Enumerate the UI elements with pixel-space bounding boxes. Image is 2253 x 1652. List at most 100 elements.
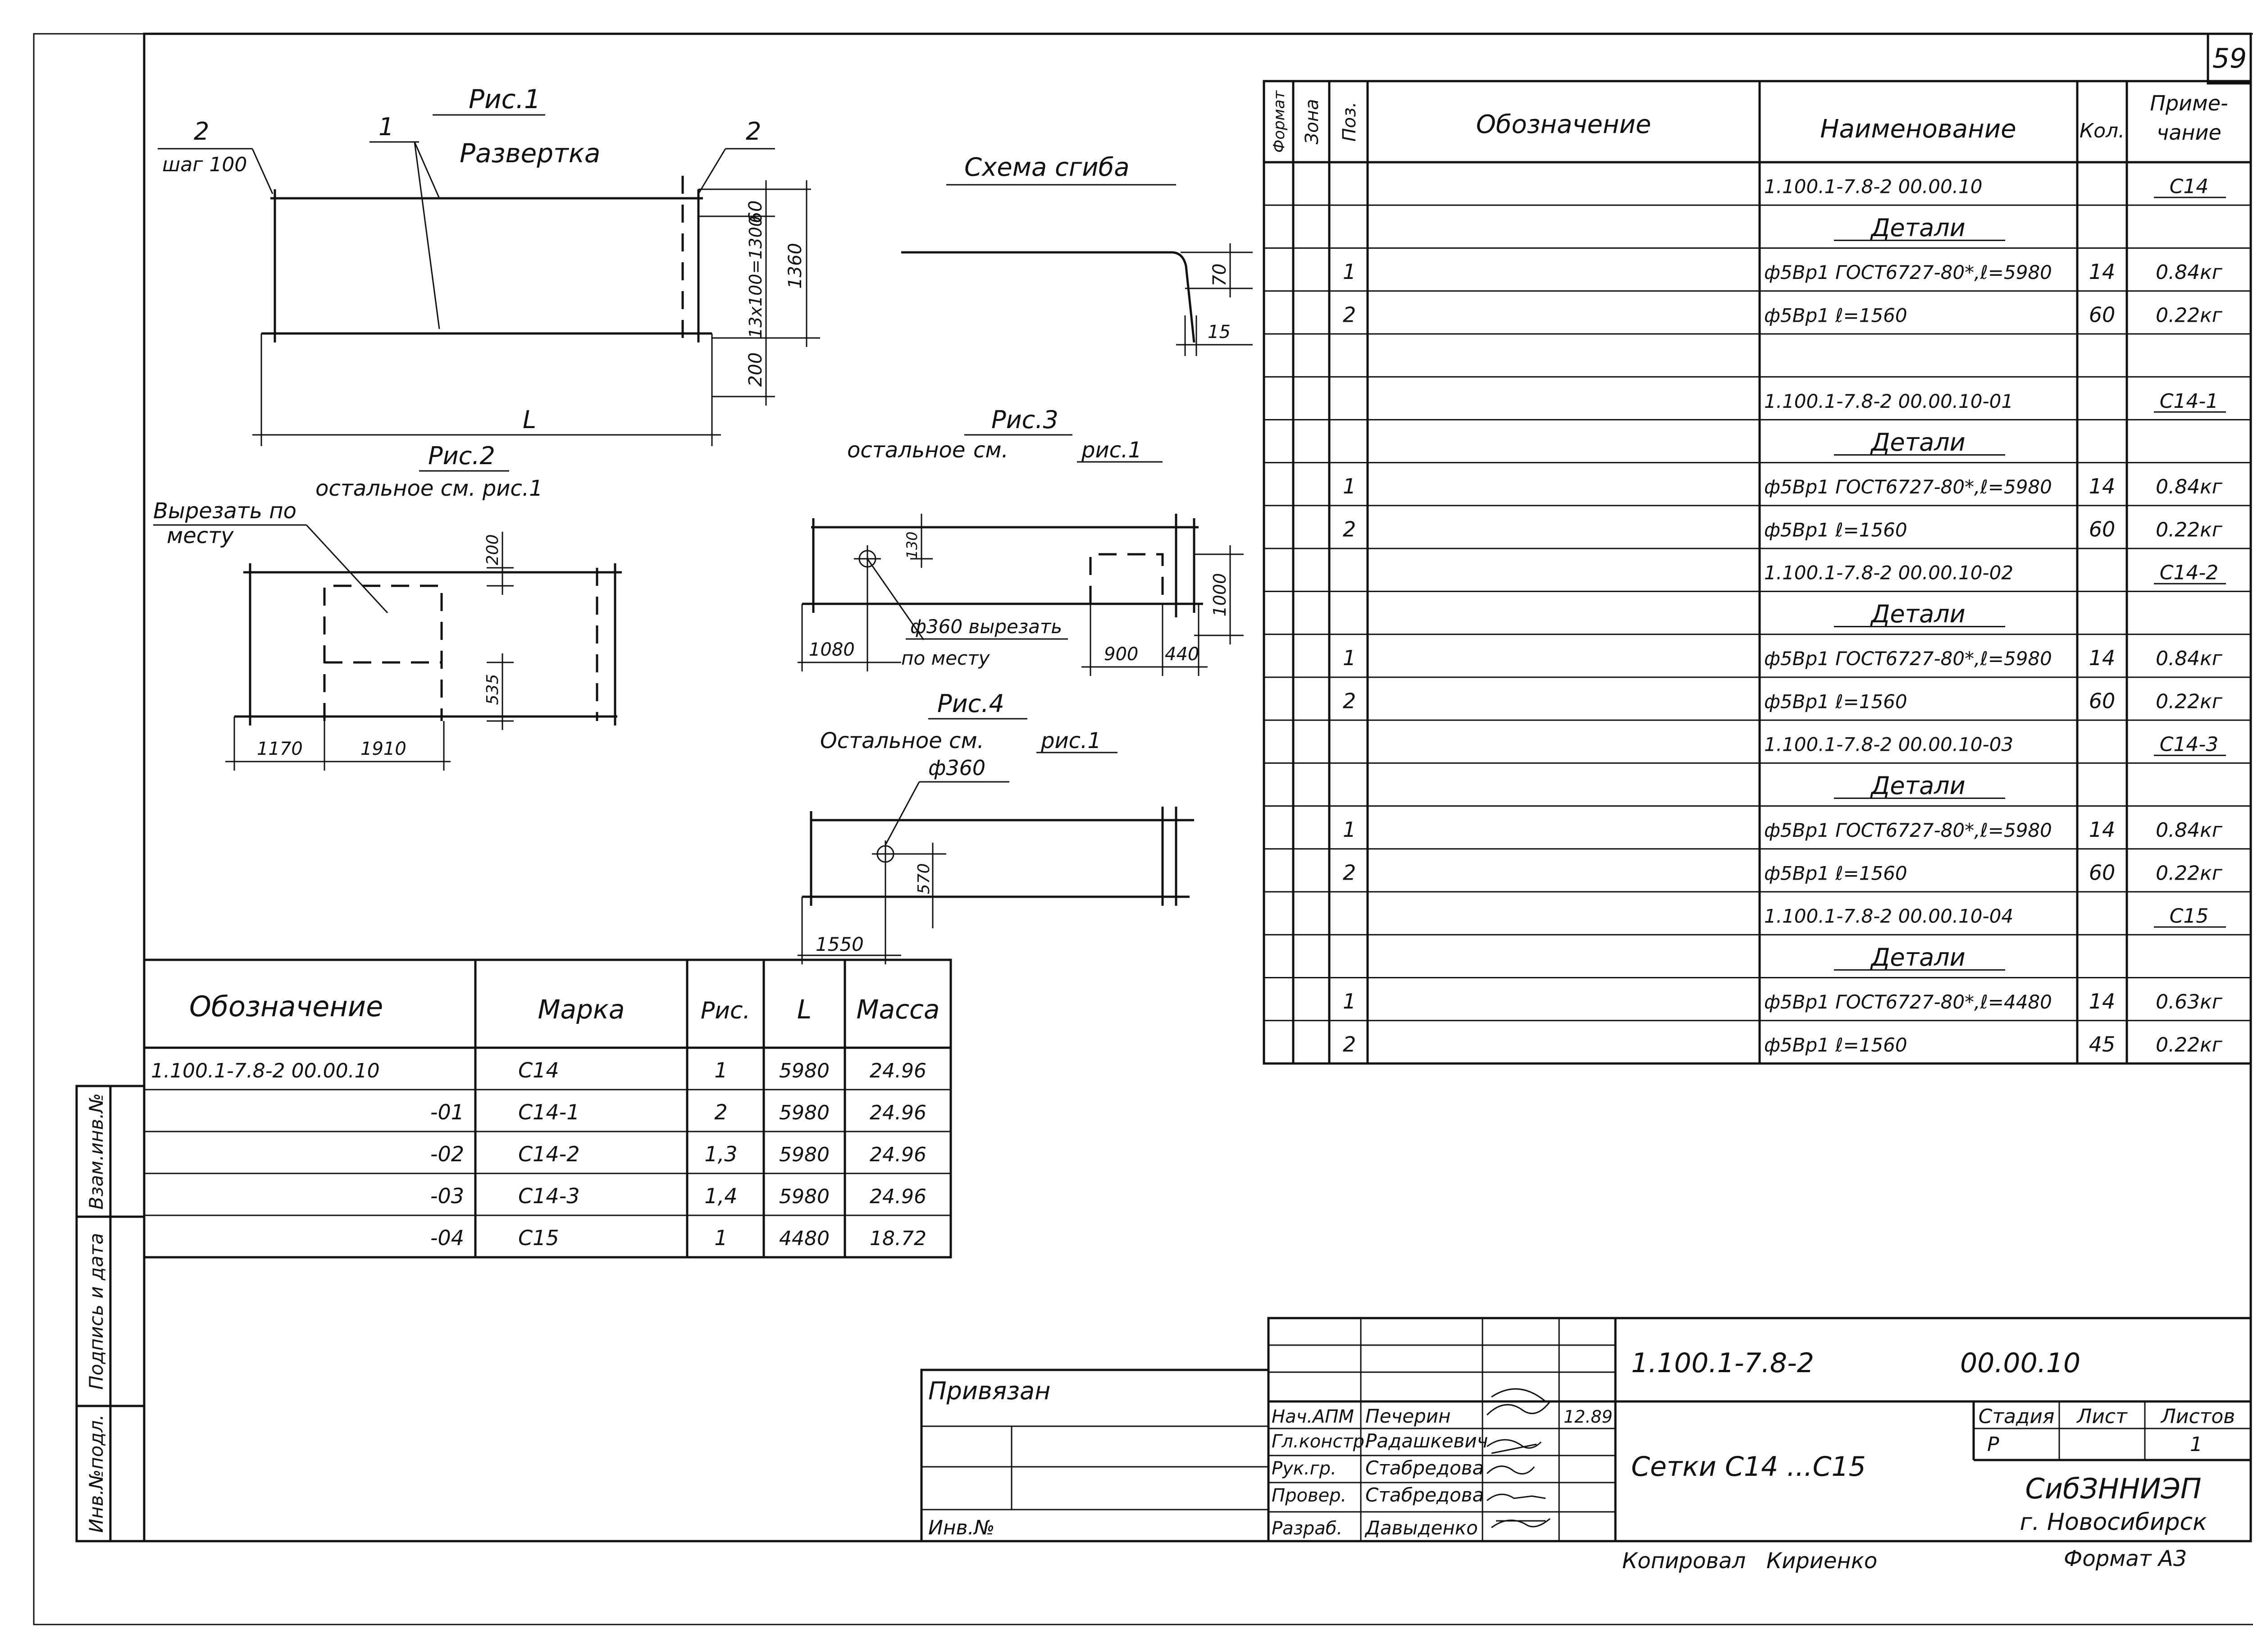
spec-header-format: Формат: [1270, 90, 1288, 153]
marks-header-mark: Марка: [538, 994, 625, 1025]
marks-designation: -04: [430, 1226, 464, 1250]
marks-L: 5980: [779, 1143, 830, 1166]
spec-section-title: Детали: [1870, 771, 1966, 800]
title-name: Сетки С14 ...С15: [1631, 1451, 1866, 1483]
fig1-callout-1: 1: [379, 113, 394, 141]
fig3-cut-2: по месту: [901, 647, 990, 669]
spec-name: 1.100.1-7.8-2 00.00.10: [1764, 176, 1983, 198]
figure-3: Рис.3 остальное см. рис.1 130 1000 1080 …: [798, 406, 1244, 676]
fig2-note: остальное см. рис.1: [315, 476, 543, 501]
marks-L: 5980: [779, 1185, 830, 1208]
spec-section-title: Детали: [1870, 600, 1966, 628]
spec-pos: 1: [1343, 989, 1356, 1013]
spec-pos: 2: [1343, 860, 1356, 885]
fig1-dim-1360: 1360: [785, 243, 806, 289]
title-role-row: Рук.гр.Стабредова: [1272, 1457, 1484, 1479]
spec-name: 1.100.1-7.8-2 00.00.10-02: [1764, 562, 2013, 584]
spec-note: С14-3: [2160, 733, 2219, 756]
side-stamp-podpis: Подпись и дата: [85, 1233, 107, 1390]
spec-name: ф5Вр1 ℓ=1560: [1764, 304, 1907, 326]
marks-L: 5980: [779, 1059, 830, 1082]
fig3-note-b: см.: [973, 438, 1008, 463]
title-privyazan: Привязан: [928, 1377, 1050, 1405]
marks-L: 5980: [779, 1101, 830, 1124]
spec-note: 0.84кг: [2156, 261, 2223, 284]
spec-pos: 2: [1343, 689, 1356, 713]
title-city: г. Новосибирск: [2020, 1509, 2207, 1536]
marks-mass: 24.96: [870, 1059, 926, 1082]
spec-section-title: Детали: [1870, 943, 1966, 972]
fig3-title: Рис.3: [991, 406, 1058, 434]
fig1-dim-1300: 13х100=1300: [746, 216, 766, 338]
figure-1: Рис.1 Развертка 1 2 шаг 100 2 60 13х100=…: [158, 84, 820, 446]
fig3-note-a: остальное: [847, 438, 965, 463]
title-code2: 00.00.10: [1960, 1347, 2080, 1379]
marks-fig: 1: [714, 1226, 727, 1250]
title-stage: Р: [1987, 1433, 1999, 1456]
marks-header-L: L: [797, 994, 812, 1025]
title-role: Нач.АПМ: [1272, 1406, 1354, 1427]
spec-note: 0.84кг: [2156, 647, 2223, 670]
spec-note: С14-2: [2160, 561, 2219, 584]
fig3-cut-1: ф360 вырезать: [910, 616, 1062, 638]
marks-mark: С14-2: [518, 1142, 580, 1166]
marks-designation: -02: [430, 1142, 464, 1166]
spec-note: 0.22кг: [2156, 690, 2223, 713]
marks-mark: С14-1: [518, 1100, 580, 1124]
spec-note: 0.22кг: [2156, 518, 2223, 541]
fig2-dim-200: 200: [483, 534, 502, 566]
spec-note: С14: [2170, 175, 2209, 198]
marks-mass: 24.96: [870, 1101, 926, 1124]
spec-note: 0.63кг: [2156, 990, 2223, 1013]
fig4-dia: ф360: [928, 756, 985, 780]
bend-title: Схема сгиба: [964, 153, 1130, 182]
fig1-callout-2b: 2: [746, 117, 761, 146]
marks-mark: С15: [518, 1226, 559, 1250]
spec-name: ф5Вр1 ℓ=1560: [1764, 862, 1907, 884]
marks-mass: 24.96: [870, 1185, 926, 1208]
marks-fig: 1: [714, 1058, 727, 1082]
marks-designation: -01: [430, 1100, 464, 1124]
spec-row: Детали: [1264, 419, 2251, 456]
title-role-row: Провер.Стабредова: [1272, 1484, 1484, 1506]
title-role-name: Радашкевич: [1365, 1430, 1488, 1452]
spec-qty: 60: [2089, 302, 2116, 327]
fig4-title: Рис.4: [937, 689, 1004, 718]
fig1-dim-60: 60: [745, 201, 766, 224]
fig4-note-ref: рис.1: [1040, 728, 1101, 753]
marks-header-designation: Обозначение: [189, 990, 383, 1023]
spec-note: 0.84кг: [2156, 819, 2223, 842]
marks-mark: С14-3: [518, 1184, 580, 1208]
spec-note: 0.22кг: [2156, 304, 2223, 327]
spec-name: 1.100.1-7.8-2 00.00.10-01: [1764, 390, 2013, 412]
sheet-number-box: [2207, 32, 2252, 85]
spec-row: Детали: [1264, 762, 2251, 800]
marks-L: 4480: [779, 1227, 830, 1250]
spec-note: 0.22кг: [2156, 862, 2223, 885]
fig1-subtitle: Развертка: [460, 138, 600, 169]
title-role-name: Печерин: [1365, 1405, 1451, 1427]
spec-qty: 14: [2089, 646, 2116, 670]
fig2-dim-1170: 1170: [257, 739, 303, 759]
spec-note: 0.22кг: [2156, 1033, 2223, 1056]
spec-name: ф5Вр1 ℓ=1560: [1764, 690, 1907, 712]
fig4-note: Остальное см.: [820, 728, 984, 753]
spec-header-note-2: чание: [2157, 120, 2221, 145]
sheet-number: 59: [2212, 43, 2247, 74]
spec-name: ф5Вр1 ГОСТ6727-80*,ℓ=4480: [1764, 991, 2052, 1013]
title-block: Привязан Инв.№ 1.100.1-7.8-2 00.00.10 На…: [920, 1317, 2252, 1542]
